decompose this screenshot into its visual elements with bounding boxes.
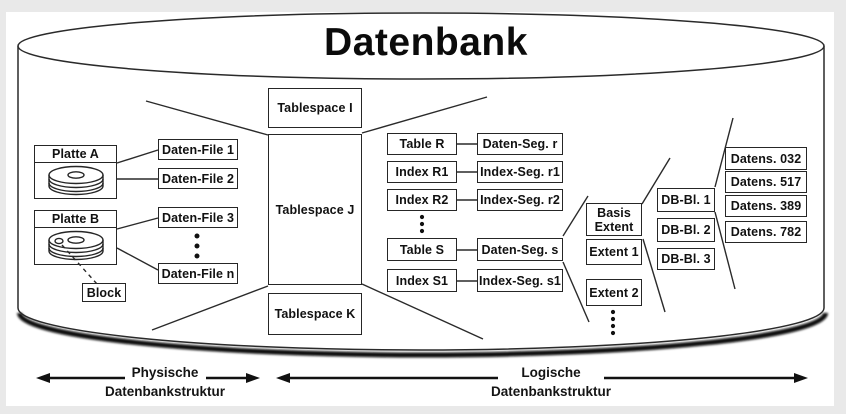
node-daten-file-2: Daten-File 2	[158, 168, 238, 189]
table-segment-connectors	[457, 143, 477, 282]
cylinder-bottom-arc	[17, 307, 825, 351]
block-to-records-upper-line	[714, 117, 734, 188]
node-daten-seg-s: Daten-Seg. s	[477, 238, 563, 261]
arrowhead-left	[36, 373, 50, 383]
logical-structure-label-line1: Logische	[521, 365, 581, 380]
ellipsis-dots	[194, 214, 616, 336]
block-marker-icon	[53, 237, 64, 245]
cylinder-bottom-shadow	[17, 312, 828, 358]
node-db-block-3: DB-Bl. 3	[657, 248, 715, 270]
extent-to-blocks-lower-line	[642, 238, 666, 313]
disk-b-icon	[35, 228, 116, 264]
node-extent-1: Extent 1	[586, 239, 642, 265]
node-index-s1: Index S1	[387, 269, 457, 292]
wedge-lines	[145, 96, 736, 340]
database-cylinder	[17, 12, 828, 358]
logical-structure-arrow	[276, 373, 808, 383]
tablespace-to-tables-upper-line	[361, 96, 488, 134]
node-datensatz-517: Datens. 517	[725, 171, 807, 193]
node-table-s: Table S	[387, 238, 457, 261]
node-index-seg-s1: Index-Seg. s1	[477, 269, 563, 292]
physical-structure-label-line1: Physische	[131, 365, 199, 380]
node-table-r: Table R	[387, 133, 457, 155]
node-db-block-2: DB-Bl. 2	[657, 218, 715, 242]
node-daten-seg-r: Daten-Seg. r	[477, 133, 563, 155]
tablespace-to-tables-lower-line	[361, 283, 484, 340]
platte-b-file3-line	[116, 217, 159, 230]
node-datensatz-389: Datens. 389	[725, 195, 807, 217]
node-datensatz-032: Datens. 032	[725, 147, 807, 170]
physical-structure-label-line2: Datenbankstruktur	[104, 384, 226, 399]
node-index-r1: Index R1	[387, 161, 457, 183]
node-block: Block	[82, 283, 126, 302]
disk-a-icon	[35, 163, 116, 198]
arrowhead-left	[276, 373, 290, 383]
node-daten-file-n: Daten-File n	[158, 263, 238, 284]
node-db-block-1: DB-Bl. 1	[657, 188, 715, 212]
cylinder-top-ellipse	[17, 12, 825, 80]
arrowhead-right	[246, 373, 260, 383]
files-to-tablespace-lower-line	[151, 285, 269, 331]
node-tablespace-j: Tablespace J	[268, 134, 362, 285]
platte-a-file1-line	[116, 149, 159, 164]
disk-platte-a: Platte A	[34, 145, 117, 199]
physical-structure-label: Physische Datenbankstruktur	[80, 363, 250, 401]
disk-platte-a-label: Platte A	[35, 146, 116, 163]
logical-structure-label: Logische Datenbankstruktur	[466, 363, 636, 401]
node-index-r2: Index R2	[387, 189, 457, 211]
node-daten-file-3: Daten-File 3	[158, 207, 238, 228]
node-daten-file-1: Daten-File 1	[158, 139, 238, 160]
node-index-seg-r1: Index-Seg. r1	[477, 161, 563, 183]
diagram-title: Datenbank	[324, 21, 528, 64]
platte-b-filen-line	[116, 247, 159, 271]
physical-structure-arrow	[36, 373, 260, 383]
disk-platte-b-label: Platte B	[35, 211, 116, 228]
node-tablespace-k: Tablespace K	[268, 293, 362, 335]
disk-platte-b: Platte B	[34, 210, 117, 265]
node-index-seg-r2: Index-Seg. r2	[477, 189, 563, 211]
disk-file-connectors	[116, 149, 159, 271]
arrowhead-right	[794, 373, 808, 383]
node-datensatz-782: Datens. 782	[725, 221, 807, 243]
node-tablespace-i: Tablespace I	[268, 88, 362, 128]
node-basis-extent: Basis Extent	[586, 203, 642, 236]
segment-to-extents-lower-line	[562, 261, 590, 323]
logical-structure-label-line2: Datenbankstruktur	[490, 384, 612, 399]
files-to-tablespace-upper-line	[145, 100, 269, 136]
segment-to-extents-upper-line	[562, 195, 589, 237]
extent-to-blocks-upper-line	[641, 157, 671, 205]
node-extent-2: Extent 2	[586, 279, 642, 306]
block-to-records-lower-line	[714, 211, 736, 290]
